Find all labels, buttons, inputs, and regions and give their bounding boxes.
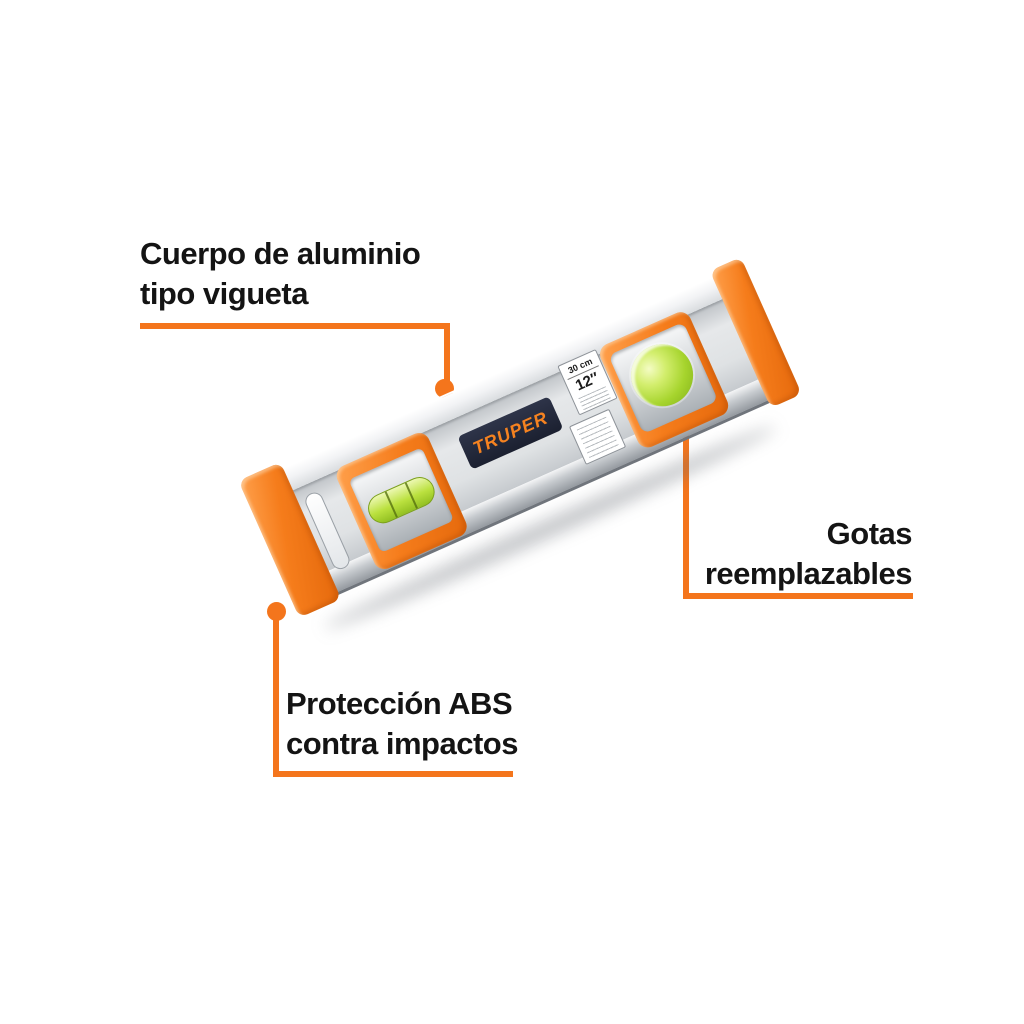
horizontal-vial-tube (363, 472, 440, 529)
callout-aluminum-line-1: Cuerpo de aluminio (140, 236, 421, 271)
callout-abs-line-horizontal (273, 771, 513, 777)
callout-abs-line-vertical (273, 611, 279, 777)
callout-aluminum-body: Cuerpo de aluminio tipo vigueta (140, 234, 421, 314)
callout-abs-line-2: contra impactos (286, 726, 518, 761)
vial-tick-mark (404, 482, 418, 510)
horizontal-vial-window (348, 447, 455, 553)
callout-aluminum-line-vertical (444, 323, 450, 385)
callout-abs-protection: Protección ABS contra impactos (286, 684, 518, 764)
callout-vials-line-horizontal (683, 593, 913, 599)
callout-vials-line-vertical (683, 379, 689, 599)
callout-abs-dot (267, 602, 286, 621)
callout-vials-line-1: Gotas (826, 516, 913, 551)
callout-vials-line-2: reemplazables (704, 556, 913, 591)
callout-aluminum-line-horizontal (140, 323, 450, 329)
callout-replaceable-vials: Gotas reemplazables (600, 514, 913, 594)
vial-tick-mark (384, 491, 398, 518)
callout-aluminum-line-2: tipo vigueta (140, 276, 308, 311)
callout-abs-line-1: Protección ABS (286, 686, 513, 721)
fine-print-lines (576, 416, 620, 459)
circular-vial-bubble (621, 334, 704, 417)
